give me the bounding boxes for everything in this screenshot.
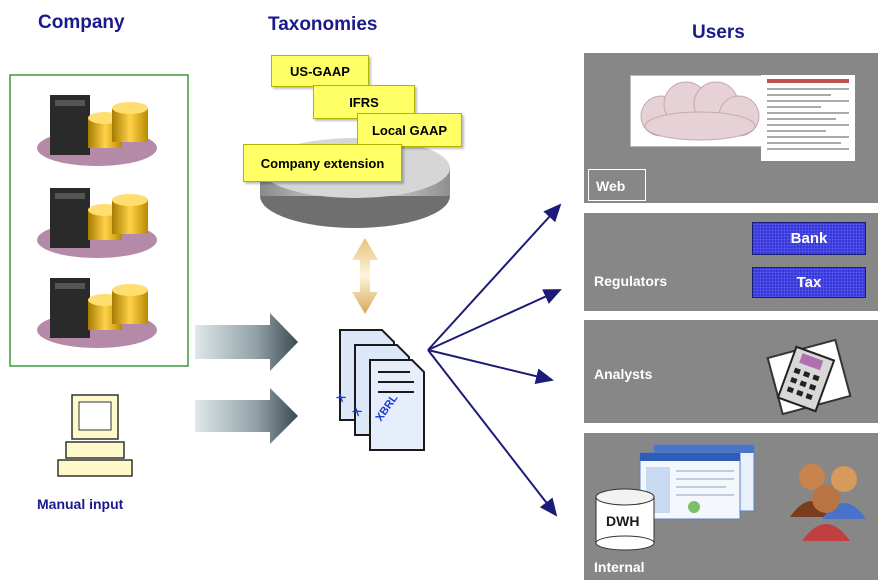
users-panel-web: Web xyxy=(584,53,878,203)
distribution-arrows xyxy=(427,203,562,517)
computer-terminal-icon xyxy=(57,394,133,477)
users-panel-internal: DWH Internal xyxy=(584,433,878,580)
input-arrow xyxy=(195,388,298,444)
manual-input-label: Manual input xyxy=(37,496,124,512)
analysts-label: Analysts xyxy=(594,366,653,382)
users-panel-analysts: Analysts xyxy=(584,320,878,423)
xbrl-document-icon xyxy=(339,329,425,451)
server-database-icon xyxy=(37,188,157,258)
company-header: Company xyxy=(38,12,125,33)
internal-label: Internal xyxy=(594,559,645,575)
bank-box: Bank xyxy=(752,222,866,255)
browser-window-icon xyxy=(636,443,756,521)
cloud-icon xyxy=(630,75,770,147)
report-sheet-icon xyxy=(761,75,855,161)
database-icon: DWH xyxy=(594,487,656,551)
people-icon xyxy=(782,457,870,543)
calculator-icon xyxy=(764,328,854,416)
input-arrow xyxy=(195,313,298,371)
regulators-label: Regulators xyxy=(594,273,668,289)
web-label-box: Web xyxy=(588,169,646,201)
users-header: Users xyxy=(692,22,745,43)
taxonomies-header: Taxonomies xyxy=(268,14,378,35)
taxonomy-note-us-gaap: US-GAAP xyxy=(271,55,369,87)
taxonomy-note-company-extension: Company extension xyxy=(243,144,402,182)
tax-box: Tax xyxy=(752,267,866,298)
server-database-icon xyxy=(37,278,157,348)
dwh-label: DWH xyxy=(606,513,640,529)
web-label: Web xyxy=(596,178,626,194)
double-arrow-icon xyxy=(352,238,378,314)
company-box xyxy=(9,74,189,367)
server-database-icon xyxy=(37,95,157,166)
taxonomy-note-local-gaap: Local GAAP xyxy=(357,113,462,147)
users-panel-regulators: Regulators Bank Tax xyxy=(584,213,878,311)
